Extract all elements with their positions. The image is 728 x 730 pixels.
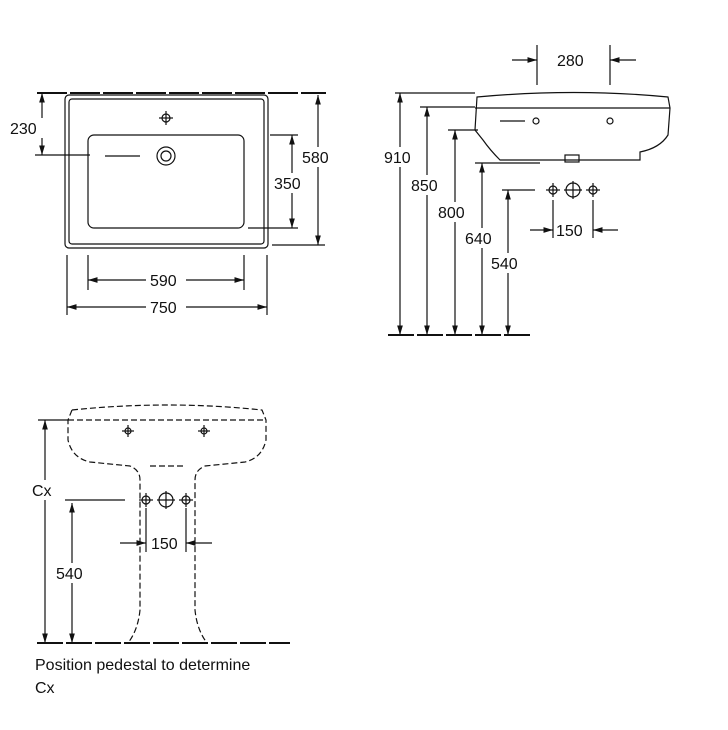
dim-590: 590: [150, 273, 177, 290]
dim-230: 230: [10, 121, 37, 138]
dim-cx: Cx: [32, 483, 52, 500]
dim-800: 800: [438, 205, 465, 222]
dim-910: 910: [384, 150, 411, 167]
dim-150-front: 150: [151, 536, 178, 553]
supply-holes-icon: [546, 181, 600, 199]
dim-580: 580: [302, 150, 329, 167]
basin-profile: [474, 91, 671, 161]
dim-150-side: 150: [556, 223, 583, 240]
pedestal-note: Position pedestal to determine Cx: [35, 654, 250, 700]
drain-icon: [156, 146, 176, 166]
dim-850: 850: [411, 178, 438, 195]
tap-holes-icon: [122, 425, 210, 437]
dim-640: 640: [465, 231, 492, 248]
bowl-outline: [87, 134, 245, 229]
dim-280: 280: [557, 53, 584, 70]
side-view: [388, 45, 671, 336]
note-line-2: Cx: [35, 680, 55, 697]
basin-outline: [64, 94, 269, 249]
dim-750: 750: [150, 300, 177, 317]
basin-pedestal-outline: [67, 404, 267, 644]
supply-holes-front-icon: [139, 491, 193, 509]
front-view: [37, 404, 290, 644]
dim-540-side: 540: [491, 256, 518, 273]
dim-350: 350: [274, 176, 301, 193]
note-line-1: Position pedestal to determine: [35, 657, 251, 674]
dim-540-front: 540: [56, 566, 83, 583]
